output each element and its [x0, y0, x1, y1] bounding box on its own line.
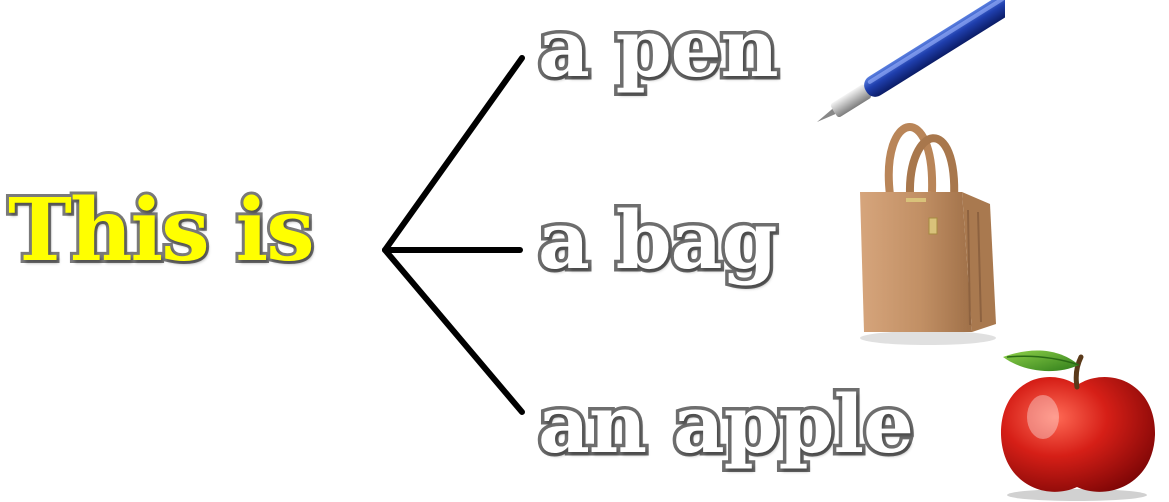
- option-pen: a pen: [538, 8, 778, 88]
- branch-line-bottom: [385, 250, 522, 412]
- apple-icon: [985, 335, 1169, 502]
- option-apple: an apple: [538, 384, 913, 464]
- option-bag: a bag: [538, 200, 776, 280]
- branch-line-top: [385, 58, 522, 250]
- handbag-icon: [850, 100, 1000, 348]
